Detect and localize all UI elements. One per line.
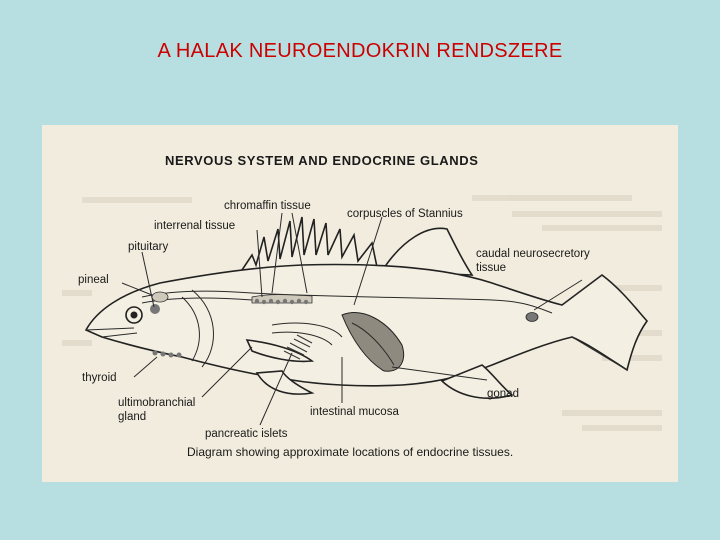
label-chromaffin-tissue: chromaffin tissue [224,200,311,212]
fish-outline [86,217,647,398]
label-pituitary: pituitary [128,241,169,253]
label-caudal-neurosecretory: caudal neurosecretory [476,248,590,260]
diagram-svg: NERVOUS SYSTEM AND ENDOCRINE GLANDS [42,125,678,482]
label-intestinal-mucosa: intestinal mucosa [310,406,399,418]
label-ultimobranchial-gland: gland [118,411,146,423]
label-gonad: gonad [487,388,519,400]
slide-title: A HALAK NEUROENDOKRIN RENDSZERE [0,40,720,63]
figure-caption: Diagram showing approximate locations of… [187,445,513,459]
label-corpuscles-of-stannius: corpuscles of Stannius [347,208,463,220]
label-interrenal-tissue: interrenal tissue [154,220,235,232]
label-pineal: pineal [78,274,109,286]
label-ultimobranchial: ultimobranchial [118,397,195,409]
label-pancreatic-islets: pancreatic islets [205,428,288,440]
fish-endocrine-diagram: NERVOUS SYSTEM AND ENDOCRINE GLANDS [42,125,678,482]
figure-heading: NERVOUS SYSTEM AND ENDOCRINE GLANDS [165,153,479,168]
label-caudal-neurosecretory-tissue: tissue [476,262,506,274]
label-thyroid: thyroid [82,372,117,384]
